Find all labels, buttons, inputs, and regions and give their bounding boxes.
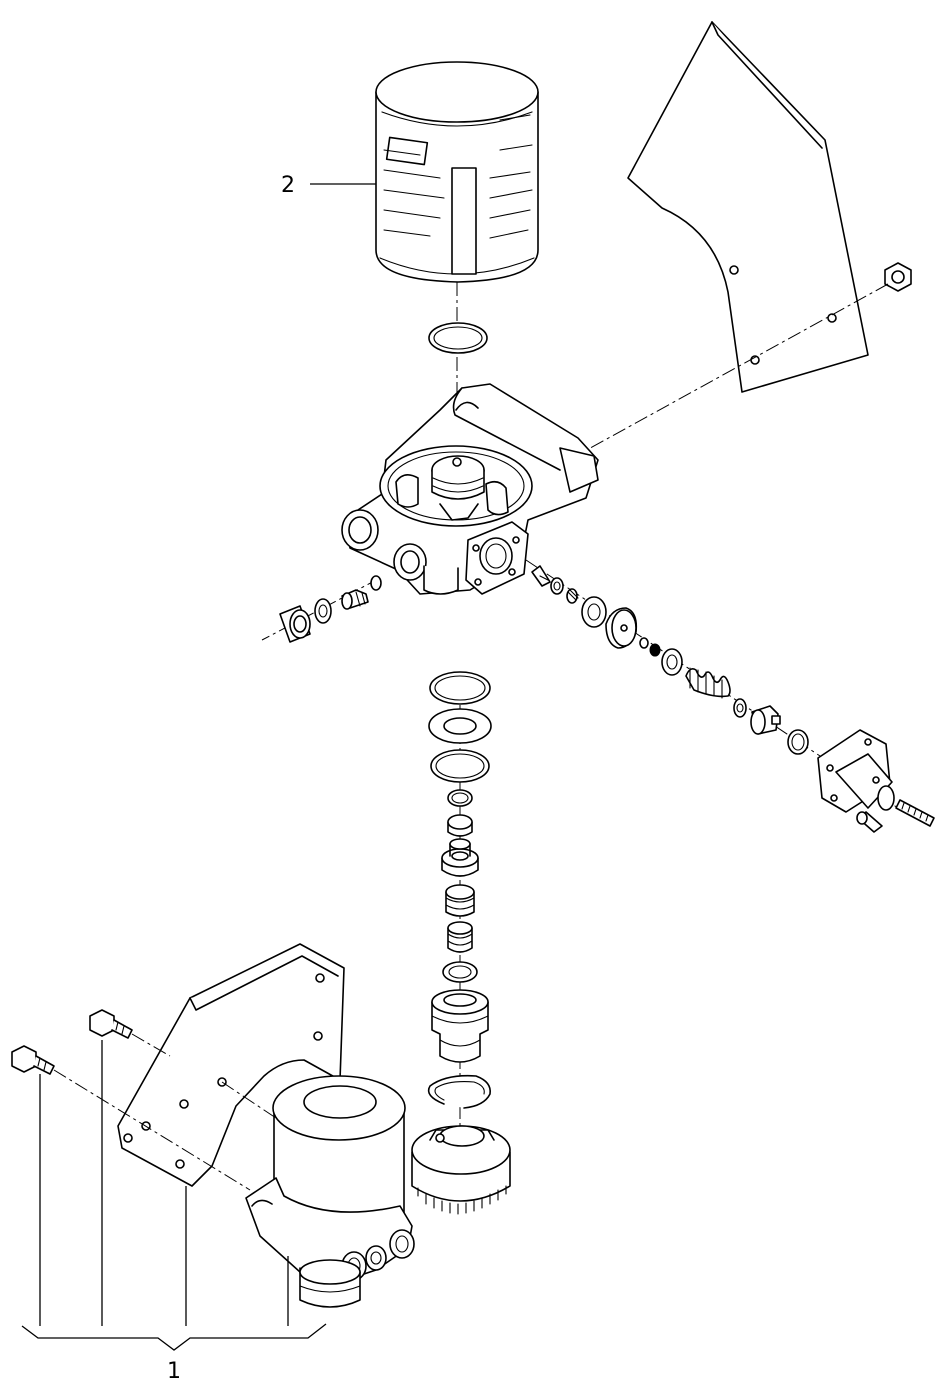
- right-side-small-ring: [550, 577, 564, 595]
- right-side-piston-disc: [605, 607, 638, 649]
- right-side-spring-seat: [733, 698, 747, 718]
- upper-mounting-bracket: [627, 21, 869, 393]
- lower-stack-piston: [431, 989, 489, 1063]
- lower-stack-spring-2: [447, 921, 473, 953]
- centerline-bolt-2: [131, 1033, 171, 1057]
- lower-stack-bushing: [447, 814, 473, 837]
- lower-stack-spring-1: [445, 884, 475, 917]
- lower-bolt-2: [89, 1009, 133, 1039]
- centerline-left-axis: [261, 577, 381, 641]
- lower-air-dryer-unit: [245, 1075, 415, 1308]
- right-side-cover-screw: [856, 811, 883, 833]
- left-side-plug: [279, 605, 311, 643]
- filter-seal-ring: [428, 322, 488, 354]
- right-side-washer: [581, 596, 607, 628]
- hex-nut: [884, 262, 912, 292]
- lower-stack-ring: [442, 961, 478, 983]
- right-side-spring: [685, 667, 731, 699]
- callout-part-1: 1: [167, 1359, 181, 1384]
- lower-stack-o-ring-2: [430, 749, 490, 783]
- lower-mounting-bracket: [117, 943, 345, 1187]
- right-side-end-cover: [817, 729, 895, 813]
- right-side-cup: [661, 648, 683, 676]
- right-side-adjusting-screw: [895, 799, 935, 827]
- lower-stack-o-ring-1: [429, 671, 491, 705]
- lower-stack-snap-ring: [427, 1074, 492, 1109]
- lower-stack-gasket: [428, 708, 492, 744]
- right-side-tiny-ring: [639, 637, 649, 649]
- filter-label-lines: [383, 114, 533, 239]
- callout-part-2: 2: [281, 173, 295, 198]
- centerline-bolt-1: [53, 1069, 251, 1191]
- right-side-screw: [531, 565, 551, 587]
- valve-housing: [341, 383, 599, 595]
- right-side-plunger: [750, 705, 781, 735]
- leader-bracket-part-1: [21, 1040, 327, 1351]
- centerline-bracket-bolt: [564, 283, 889, 463]
- lower-bolt-1: [11, 1045, 55, 1075]
- filter-cartridge: [375, 61, 539, 283]
- right-side-o-ring-black: [649, 643, 661, 657]
- centerline-dryer-mount: [221, 1081, 277, 1119]
- left-side-o-ring: [370, 575, 382, 591]
- left-side-small-valve: [341, 589, 369, 610]
- lower-stack-small-o-ring: [447, 789, 473, 807]
- left-side-washer: [314, 598, 332, 624]
- lower-stack-end-cap: [411, 1125, 511, 1215]
- right-side-small-spring: [566, 588, 579, 604]
- lower-stack-valve-insert: [441, 838, 479, 877]
- right-side-o-ring: [787, 729, 809, 755]
